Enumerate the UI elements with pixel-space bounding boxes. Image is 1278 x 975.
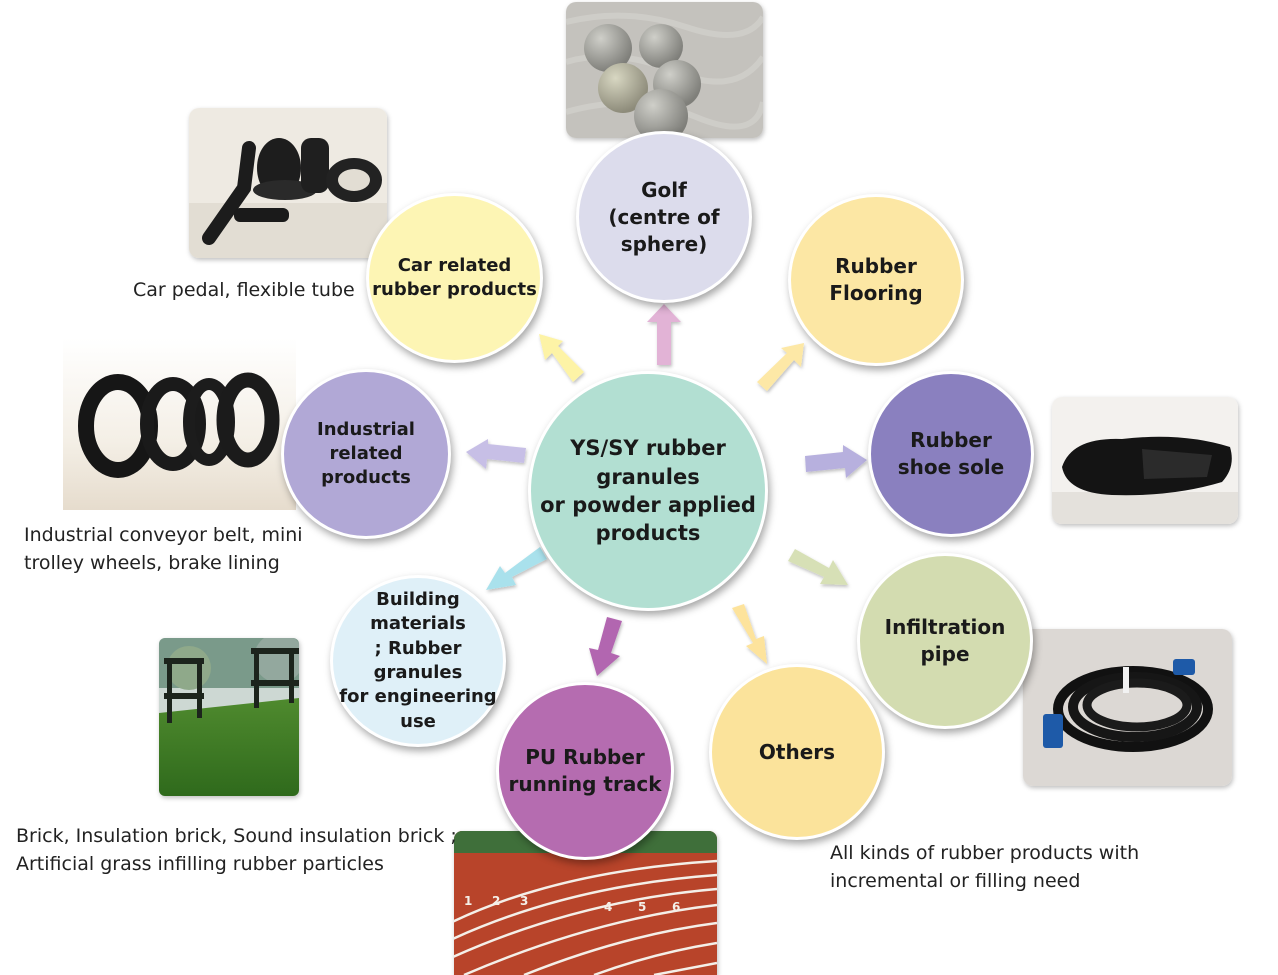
category-golf: Golf (centre of sphere) bbox=[576, 131, 752, 303]
center-circle: YS/SY rubber granules or powder applied … bbox=[528, 371, 768, 611]
caption-car: Car pedal, flexible tube bbox=[133, 279, 355, 301]
category-track: PU Rubber running track bbox=[496, 682, 674, 860]
lane-number-6: 6 bbox=[672, 900, 680, 914]
caption-building: Brick, Insulation brick, Sound insulatio… bbox=[16, 825, 457, 875]
arrow-to-track bbox=[589, 617, 622, 676]
category-flooring: Rubber Flooring bbox=[788, 194, 964, 366]
arrow-to-pipe bbox=[788, 549, 848, 585]
category-pipe: Infiltration pipe bbox=[857, 553, 1033, 729]
caption-industrial: Industrial conveyor belt, mini trolley w… bbox=[24, 524, 303, 574]
arrow-to-building bbox=[486, 547, 547, 590]
grass-bench-photo bbox=[159, 638, 299, 796]
arrow-to-golf bbox=[647, 304, 681, 365]
arrow-to-shoe bbox=[805, 445, 867, 478]
lane-number-3: 3 bbox=[520, 894, 528, 908]
category-others-label: Others bbox=[758, 739, 836, 764]
category-shoe-label: Rubber shoe sole bbox=[897, 428, 1005, 479]
category-flooring-label: Rubber Flooring bbox=[829, 254, 923, 305]
shoe-sole-photo bbox=[1052, 397, 1238, 524]
category-building: Building materials ; Rubber granules for… bbox=[330, 575, 506, 747]
hose-photo bbox=[1023, 629, 1232, 786]
category-car-label: Car related rubber products bbox=[372, 254, 537, 300]
arrow-to-others bbox=[732, 604, 767, 664]
category-building-label: Building materials ; Rubber granules for… bbox=[339, 589, 497, 732]
arrow-to-car bbox=[539, 334, 584, 382]
category-others: Others bbox=[709, 664, 885, 840]
arrow-to-flooring bbox=[757, 343, 804, 391]
golf-balls-photo bbox=[566, 2, 763, 138]
category-golf-label: Golf (centre of sphere) bbox=[608, 177, 720, 256]
category-shoe: Rubber shoe sole bbox=[868, 371, 1034, 537]
lane-number-5: 5 bbox=[638, 900, 646, 914]
wheels-photo bbox=[63, 338, 296, 510]
category-industrial: Industrial related products bbox=[281, 369, 451, 539]
lane-number-4: 4 bbox=[604, 900, 612, 914]
center-label: YS/SY rubber granules or powder applied … bbox=[540, 436, 756, 546]
caption-others: All kinds of rubber products with increm… bbox=[830, 842, 1140, 892]
arrow-to-industrial bbox=[466, 439, 526, 469]
car-parts-photo bbox=[189, 108, 387, 258]
category-track-label: PU Rubber running track bbox=[508, 745, 662, 796]
category-car: Car related rubber products bbox=[366, 193, 543, 363]
lane-number-1: 1 bbox=[464, 894, 472, 908]
category-pipe-label: Infiltration pipe bbox=[884, 615, 1006, 666]
lane-number-2: 2 bbox=[492, 894, 500, 908]
category-industrial-label: Industrial related products bbox=[317, 418, 415, 489]
